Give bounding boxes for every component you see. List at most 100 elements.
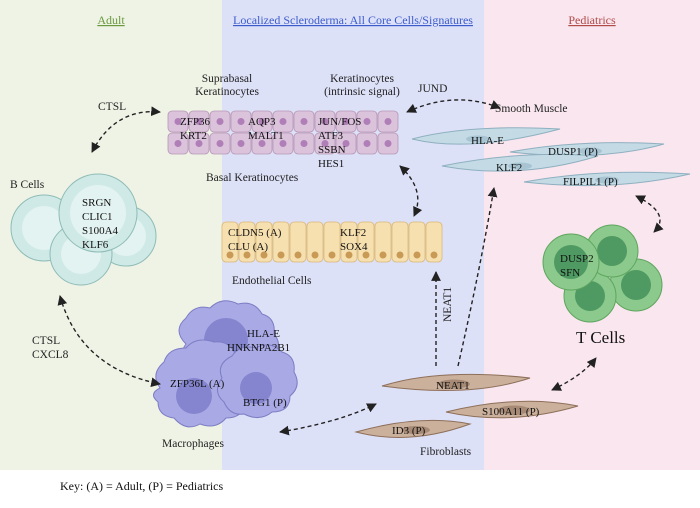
arrow-fibroblasts-tcells <box>551 357 597 391</box>
keratinocyte-nucleus <box>258 140 266 147</box>
macrophage-gene-btg1: BTG1 (P) <box>243 397 287 409</box>
b-cell-gene-clic1: CLIC1 <box>82 211 113 223</box>
macrophage-left-nucleus <box>176 378 212 414</box>
endothelial-gene-clu: CLU (A) <box>228 241 268 253</box>
macrophage-gene-hnknpa2b1: HNKNPA2B1 <box>227 342 290 354</box>
kera-gene-junfos: JUN/FOS <box>318 116 361 128</box>
macrophage-cluster <box>153 300 298 428</box>
t-cell-cluster <box>542 224 663 323</box>
b-cell-gene-s100a4: S100A4 <box>82 225 119 237</box>
keratinocyte-nucleus <box>321 118 329 125</box>
fibroblast-gene-neat1: NEAT1 <box>436 380 470 392</box>
endothelial-cell <box>374 221 392 263</box>
keratinocyte-nucleus <box>384 118 392 125</box>
keratinocyte-nucleus <box>300 140 308 147</box>
endothelial-cell <box>306 221 324 263</box>
keratinocyte-nucleus <box>195 140 203 147</box>
smooth-muscle-nucleus-3 <box>508 162 532 170</box>
endothelial-cell <box>357 221 375 263</box>
macrophages-label: Macrophages <box>162 438 224 450</box>
keratinocyte-nucleus <box>195 118 203 125</box>
smooth-muscle-gene-klf2: KLF2 <box>496 162 522 174</box>
endothelial-cell <box>221 221 239 263</box>
suprabasal-label-line2: Keratinocytes <box>195 86 259 98</box>
keratinocyte-nucleus <box>342 140 350 147</box>
t-cell-4-nucleus <box>597 236 627 266</box>
endothelial-nucleus <box>294 251 302 259</box>
endothelial-cell <box>323 221 341 263</box>
endothelial-gene-cldn5: CLDN5 (A) <box>228 227 282 239</box>
endothelial-nucleus <box>311 251 319 259</box>
keratinocyte-nucleus <box>363 118 371 125</box>
keratinocyte-nucleus <box>279 140 287 147</box>
t-cell-gene-dusp2: DUSP2 <box>560 253 594 265</box>
neat1-arrow-label: NEAT1 <box>442 287 454 322</box>
pediatrics-section-title: Pediatrics <box>568 13 616 27</box>
keratinocyte-nucleus <box>174 118 182 125</box>
kera-gene-malt1: MALT1 <box>248 130 284 142</box>
fibroblast-cells <box>354 373 579 438</box>
cxcl8-left-label: CXCL8 <box>32 349 69 361</box>
t-cell-gene-sfn: SFN <box>560 267 580 279</box>
endothelial-cell <box>238 221 256 263</box>
smooth-muscle-label: Smooth Muscle <box>495 103 568 115</box>
smooth-muscle-nucleus-2 <box>578 147 602 155</box>
arrow-keratinocytes-endothelial <box>399 165 423 217</box>
localized-section-title: Localized Scleroderma: All Core Cells/Si… <box>233 13 473 27</box>
arrow-bcells-keratinocytes <box>91 106 161 153</box>
fibroblast-nucleus-1 <box>438 379 470 389</box>
keratinocyte-nucleus <box>342 118 350 125</box>
b-cell-gene-srgn: SRGN <box>82 197 111 209</box>
endothelial-nucleus <box>413 251 421 259</box>
kera-gene-atf3: ATF3 <box>318 130 344 142</box>
arrow-smooth-muscle-tcells <box>635 195 664 233</box>
endothelial-nucleus <box>396 251 404 259</box>
arrow-macrophages-fibroblasts <box>279 403 377 436</box>
fibroblast-gene-s100a11: S100A11 (P) <box>482 406 540 418</box>
endothelial-nucleus <box>277 251 285 259</box>
kera-gene-hes1: HES1 <box>318 158 344 170</box>
intrinsic-label-line1: Keratinocytes <box>330 73 394 85</box>
t-cells-label: T Cells <box>576 328 625 347</box>
arrow-keratinocytes-smooth-muscle <box>406 99 501 113</box>
endothelial-nucleus <box>362 251 370 259</box>
b-cell-cluster <box>10 173 157 286</box>
endothelial-cell <box>289 221 307 263</box>
keratinocyte-nucleus <box>216 140 224 147</box>
keratinocyte-nucleus <box>258 118 266 125</box>
smooth-muscle-gene-filpil1: FILPIL1 (P) <box>563 176 618 188</box>
endothelial-cells-label: Endothelial Cells <box>232 275 312 287</box>
keratinocyte-nucleus <box>321 140 329 147</box>
b-cell-gene-klf6: KLF6 <box>82 239 109 251</box>
endothelial-cell <box>391 221 409 263</box>
endothelial-cell <box>340 221 358 263</box>
endothelial-gene-sox4: SOX4 <box>340 241 368 253</box>
fibroblast-nucleus-2 <box>498 405 530 415</box>
fibroblast-nucleus-3 <box>402 426 430 434</box>
ctsl-top-label: CTSL <box>98 101 126 113</box>
kera-gene-zfp36: ZFP36 <box>180 116 210 128</box>
basal-keratinocytes-label: Basal Keratinocytes <box>206 172 299 184</box>
ctsl-left-label: CTSL <box>32 335 60 347</box>
endothelial-cell <box>255 221 273 263</box>
keratinocyte-nucleus <box>384 140 392 147</box>
keratinocyte-nucleus <box>300 118 308 125</box>
endothelial-nucleus <box>345 251 353 259</box>
b-cells-label: B Cells <box>10 179 45 191</box>
keratinocyte-nucleus <box>216 118 224 125</box>
kera-gene-krt2: KRT2 <box>180 130 207 142</box>
smooth-muscle-cell-1 <box>411 127 561 145</box>
endothelial-gene-klf2: KLF2 <box>340 227 366 239</box>
jund-label: JUND <box>418 83 447 95</box>
smooth-muscle-gene-hlae: HLA-E <box>471 135 504 147</box>
smooth-muscle-cells <box>411 127 691 187</box>
b-cell-2-nucleus <box>70 185 126 241</box>
fibroblast-gene-id3: ID3 (P) <box>392 425 426 437</box>
legend-key: Key: (A) = Adult, (P) = Pediatrics <box>60 479 224 493</box>
macrophage-right-nucleus <box>240 372 272 404</box>
intrinsic-label-line2: (intrinsic signal) <box>324 86 400 98</box>
t-cell-2-nucleus <box>575 281 605 311</box>
suprabasal-label-line1: Suprabasal <box>202 73 252 85</box>
smooth-muscle-gene-dusp1: DUSP1 (P) <box>548 146 598 158</box>
